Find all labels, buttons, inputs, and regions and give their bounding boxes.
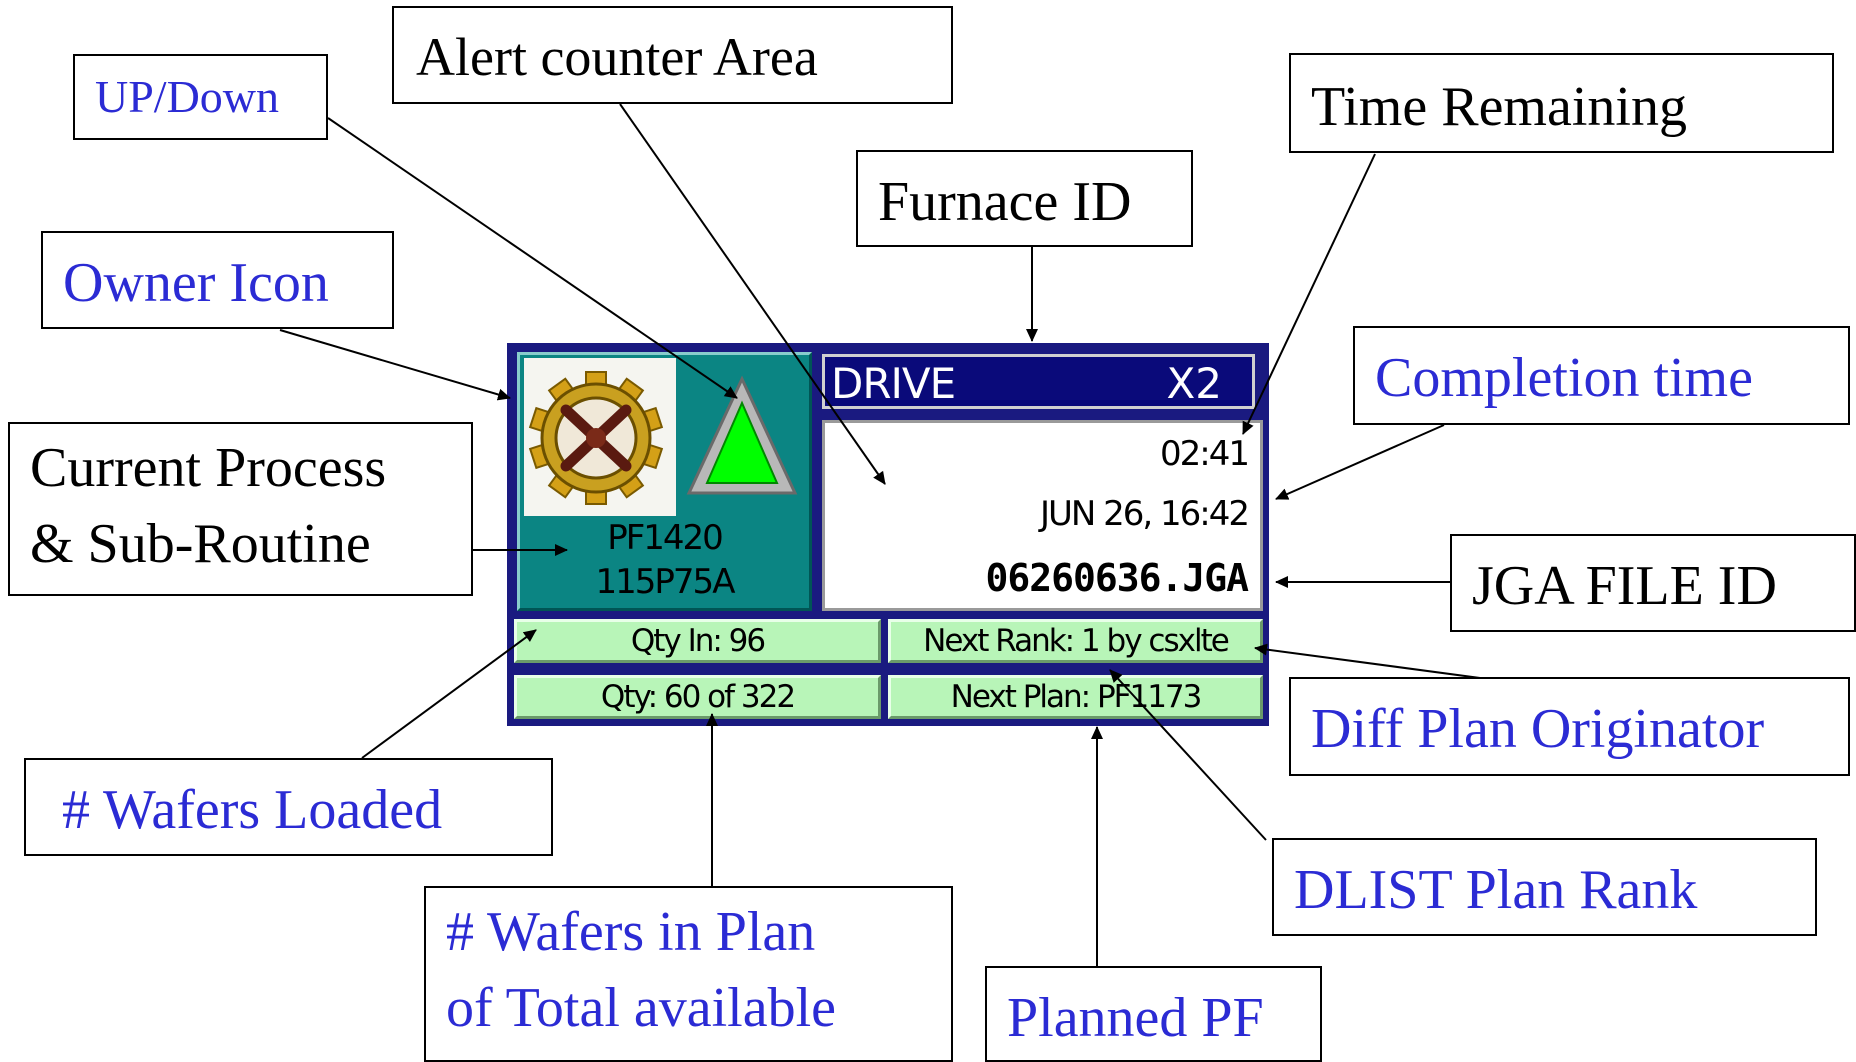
callout-wafers-in-plan: # Wafers in Plan of Total available — [424, 886, 953, 1062]
current-process: PF1420 — [607, 518, 724, 558]
callout-jga-file-id: JGA FILE ID — [1450, 534, 1856, 632]
callout-up-down: UP/Down — [73, 54, 328, 140]
time-remaining: 02:41 — [1160, 434, 1250, 474]
gear-wheel-icon — [524, 358, 676, 516]
leader-wafers-loaded — [361, 629, 537, 759]
callout-alert-counter: Alert counter Area — [392, 6, 953, 104]
callout-wafers-loaded: # Wafers Loaded — [24, 758, 553, 856]
callout-dlist-plan-rank: DLIST Plan Rank — [1272, 838, 1817, 936]
callout-planned-pf: Planned PF — [985, 966, 1322, 1062]
qty-plan-pill[interactable]: Qty: 60 of 322 — [514, 675, 881, 719]
callout-time-remaining: Time Remaining — [1289, 53, 1834, 153]
completion-time: JUN 26, 16:42 — [1039, 494, 1250, 534]
leader-diff-plan-originator — [1254, 643, 1481, 679]
up-triangle-icon — [686, 375, 798, 495]
leader-completion-time — [1275, 424, 1445, 500]
leader-time-remaining — [1242, 153, 1376, 435]
leader-owner-icon — [279, 329, 511, 401]
callout-furnace-id: Furnace ID — [856, 150, 1193, 247]
sub-routine: 115P75A — [595, 562, 736, 602]
furnace-id: DRIVE — [831, 359, 956, 408]
jga-file-id: 06260636.JGA — [985, 556, 1249, 600]
alert-counter-area — [822, 420, 1263, 611]
next-plan-pill[interactable]: Next Plan: PF1173 — [888, 675, 1263, 719]
leader-up-down — [327, 117, 738, 399]
callout-owner-icon: Owner Icon — [41, 231, 394, 329]
furnace-suffix: X2 — [1166, 359, 1223, 408]
next-rank-pill[interactable]: Next Rank: 1 by csxlte — [888, 619, 1263, 663]
qty-in-pill[interactable]: Qty In: 96 — [514, 619, 881, 663]
furnace-title-bar: DRIVE X2 — [822, 354, 1255, 409]
leader-dlist-plan-rank — [1109, 669, 1267, 841]
leader-alert-counter — [619, 103, 886, 485]
callout-completion-time: Completion time — [1353, 326, 1850, 425]
callout-current-process: Current Process & Sub-Routine — [8, 422, 473, 596]
callout-diff-plan-originator: Diff Plan Originator — [1289, 677, 1850, 776]
